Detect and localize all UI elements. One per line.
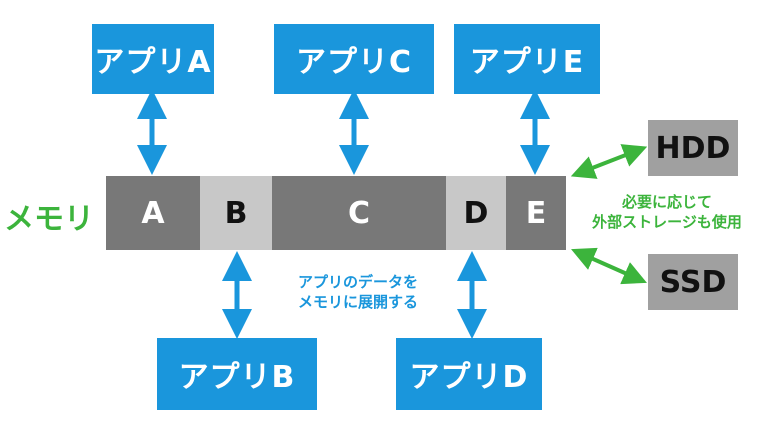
app-c-label: アプリC bbox=[295, 45, 413, 80]
segment-a-label: A bbox=[141, 195, 165, 231]
ssd-label: SSD bbox=[659, 264, 727, 300]
memory-label: メモリ bbox=[4, 202, 94, 237]
memory-segment-c: C bbox=[272, 176, 446, 250]
app-a-label: アプリA bbox=[94, 45, 212, 80]
app-a-box: アプリA bbox=[92, 24, 214, 94]
segment-d-label: D bbox=[463, 195, 489, 231]
app-e-box: アプリE bbox=[454, 24, 600, 94]
segment-e-label: E bbox=[525, 195, 547, 231]
app-e-label: アプリE bbox=[469, 45, 585, 80]
arrow-hdd bbox=[570, 144, 648, 179]
memory-segment-e: E bbox=[506, 176, 566, 250]
app-c-box: アプリC bbox=[274, 24, 434, 94]
memory-segment-b: B bbox=[200, 176, 272, 250]
expand-note-line1: アプリのデータを bbox=[297, 273, 418, 291]
app-d-box: アプリD bbox=[396, 338, 542, 410]
segment-c-label: C bbox=[347, 195, 371, 231]
expand-note-line2: メモリに展開する bbox=[297, 293, 418, 311]
arrow-ssd bbox=[571, 247, 647, 285]
external-note-line1: 必要に応じて bbox=[621, 193, 712, 211]
segment-b-label: B bbox=[224, 195, 248, 231]
memory-segment-d: D bbox=[446, 176, 506, 250]
external-storage-note: 必要に応じて 外部ストレージも使用 bbox=[566, 192, 768, 232]
hdd-box: HDD bbox=[648, 120, 738, 176]
app-d-label: アプリD bbox=[409, 360, 529, 395]
app-b-box: アプリB bbox=[157, 338, 317, 410]
app-b-label: アプリB bbox=[178, 360, 296, 395]
expand-note: アプリのデータを メモリに展開する bbox=[270, 272, 446, 312]
ssd-box: SSD bbox=[648, 254, 738, 310]
hdd-label: HDD bbox=[655, 130, 731, 166]
external-note-line2: 外部ストレージも使用 bbox=[592, 213, 742, 231]
memory-segment-a: A bbox=[106, 176, 200, 250]
